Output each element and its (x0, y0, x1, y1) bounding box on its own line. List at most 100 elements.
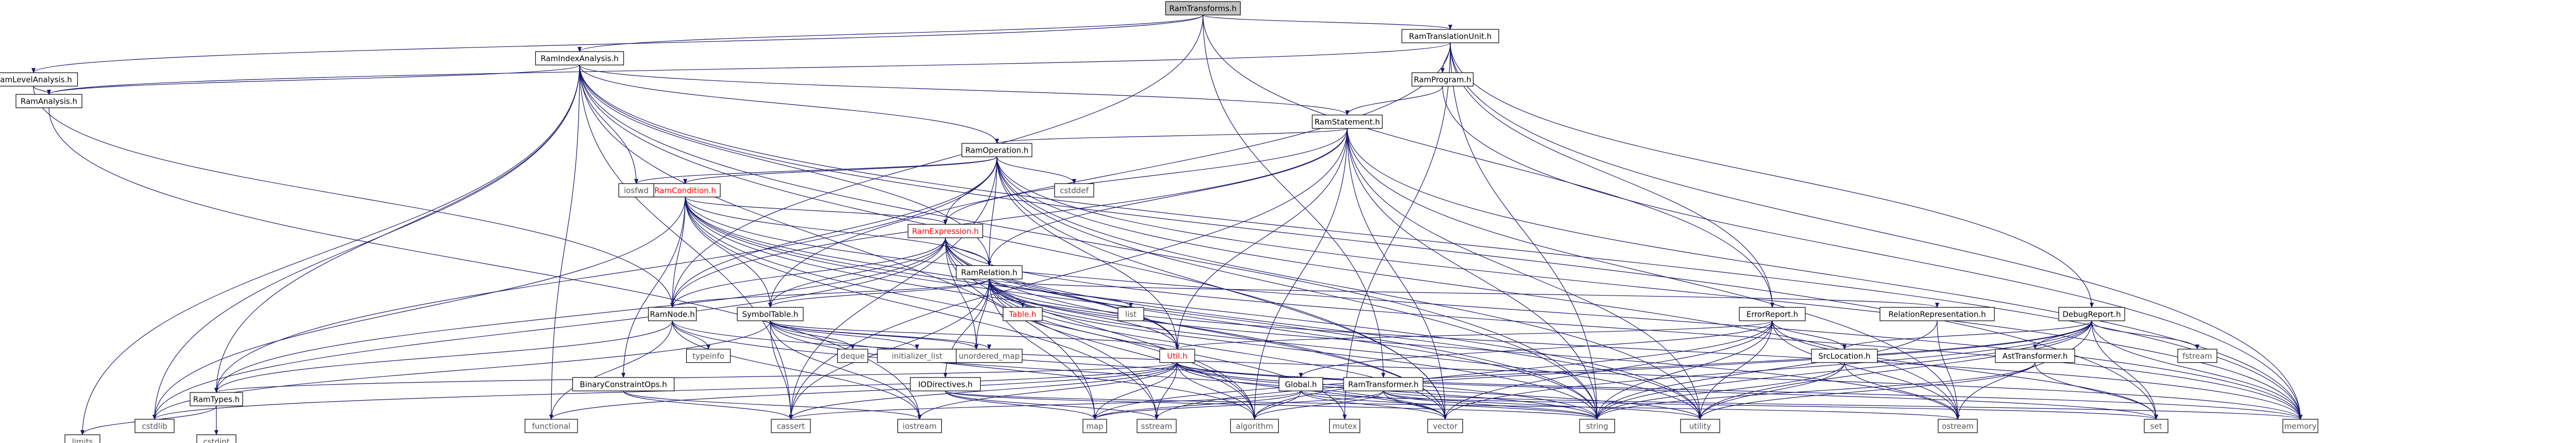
edge-symboltable-to-initializer_list (770, 320, 919, 350)
node-ramnode[interactable]: RamNode.h (648, 307, 697, 321)
node-ramanalysis[interactable]: RamAnalysis.h (15, 94, 82, 108)
edge-ramrelation-to-symboltable (768, 278, 990, 308)
dependency-edges (31, 14, 2302, 435)
edge-ramindex-to-limits (80, 64, 580, 435)
edge-ramtransunit-to-errorreport (1450, 42, 1774, 308)
node-label: RamProgram.h (1414, 75, 1471, 85)
edge-symboltable-to-cassert (770, 320, 793, 420)
node-box (1003, 307, 1043, 321)
node-box (2058, 307, 2125, 321)
node-relationrep[interactable]: RelationRepresentation.h (1879, 307, 1995, 321)
node-cstdlib: cstdlib (134, 419, 175, 433)
node-ramstatement[interactable]: RamStatement.h (1312, 114, 1383, 129)
node-box (535, 51, 624, 65)
node-label: unordered_map (959, 352, 1020, 362)
edge-ramtransunit-to-memory (1450, 42, 2302, 420)
node-table[interactable]: Table.h (1003, 307, 1043, 321)
edge-ramoperation-to-ramexpression (943, 156, 997, 225)
edge-asttransformer-to-utility (1698, 362, 2036, 420)
node-label: iostream (903, 422, 937, 431)
node-ramlevel[interactable]: RamLevelAnalysis.h (0, 72, 78, 87)
edge-ramcondition-to-utility (685, 196, 1702, 420)
node-box (15, 94, 82, 108)
edge-ramoperation-to-iosfwd (634, 156, 997, 184)
edge-ramoperation-to-string (996, 156, 1599, 420)
edge-ramcondition-to-cstdlib (152, 196, 686, 420)
node-label: typeinfo (692, 352, 724, 361)
edge-errorreport-to-srclocation (1772, 320, 1846, 350)
edge-ramrelation-to-list (989, 278, 1133, 308)
node-label: BinaryConstraintOps.h (580, 380, 667, 389)
node-mutex: mutex (1329, 419, 1361, 433)
node-label: ErrorReport.h (1747, 310, 1799, 319)
edge-util-to-algorithm (1177, 362, 1257, 420)
edge-ramnode-to-typeinfo (672, 320, 710, 350)
node-srclocation[interactable]: SrcLocation.h (1811, 349, 1878, 363)
edge-debugreport-to-map (1093, 320, 2092, 420)
node-box (1879, 307, 1995, 321)
edge-ramnode-to-memory (672, 320, 2302, 420)
node-iostream: iostream (897, 419, 942, 433)
node-ramrelation[interactable]: RamRelation.h (956, 265, 1023, 280)
node-util[interactable]: Util.h (1159, 349, 1195, 363)
node-memory: memory (2282, 419, 2318, 433)
node-global[interactable]: Global.h (1278, 377, 1324, 391)
node-symboltable[interactable]: SymbolTable.h (737, 307, 804, 321)
node-ramtransunit[interactable]: RamTranslationUnit.h (1401, 29, 1499, 43)
node-cstddef: cstddef (1054, 183, 1094, 198)
node-box (1165, 1, 1241, 15)
node-root[interactable]: RamTransforms.h (1165, 1, 1241, 15)
node-iodirectives[interactable]: IODirectives.h (910, 377, 981, 391)
edge-global-to-vector (1300, 390, 1447, 420)
edge-ramstatement-to-ostream (1347, 128, 1960, 420)
node-debugreport[interactable]: DebugReport.h (2058, 307, 2125, 321)
node-algorithm: algorithm (1230, 419, 1279, 433)
edge-ramrelation-to-map (989, 278, 1097, 420)
node-ramprogram[interactable]: RamProgram.h (1411, 72, 1474, 87)
node-box (1329, 419, 1361, 433)
node-box (64, 434, 100, 443)
node-ostream: ostream (1938, 419, 1978, 433)
node-ramindex[interactable]: RamIndexAnalysis.h (535, 51, 624, 65)
node-box (1938, 419, 1978, 433)
edge-ramnode-to-ramtypes (214, 320, 673, 393)
edge-ramcondition-to-sstream (685, 196, 1159, 420)
node-ramcondition[interactable]: RamCondition.h (650, 183, 721, 198)
edge-util-to-cassert (789, 362, 1178, 420)
node-label: SymbolTable.h (742, 310, 799, 319)
node-label: RamNode.h (650, 310, 694, 319)
edge-ramnode-to-functional (549, 320, 673, 420)
edge-ramexpression-to-string (945, 237, 1599, 420)
node-binaryconstraint[interactable]: BinaryConstraintOps.h (572, 377, 675, 391)
node-label: list (1125, 310, 1137, 319)
node-label: limits (72, 437, 93, 443)
node-box (648, 307, 697, 321)
node-asttransformer[interactable]: AstTransformer.h (1995, 349, 2075, 363)
edge-binaryconstraint-to-iostream (623, 390, 922, 420)
node-ramtypes[interactable]: RamTypes.h (190, 392, 243, 406)
node-box (618, 183, 654, 198)
node-label: RamTransformer.h (1348, 380, 1419, 389)
edge-errorreport-to-global (1299, 320, 1773, 378)
edge-ramindex-to-ramtypes (214, 64, 580, 393)
node-label: cstddef (1060, 186, 1089, 195)
edge-ramindex-to-functional (549, 64, 580, 420)
node-ramoperation[interactable]: RamOperation.h (961, 143, 1032, 157)
edge-ramexpression-to-symboltable (768, 237, 946, 308)
edge-ramtransformer-to-map (1093, 390, 1384, 420)
node-errorreport[interactable]: ErrorReport.h (1739, 307, 1806, 321)
edge-ramexpression-to-memory (945, 237, 2302, 420)
dependency-nodes: RamTransforms.hRamTranslationUnit.hRamLe… (0, 1, 2318, 443)
edge-ramcondition-to-symboltable (685, 196, 772, 308)
edge-debugreport-to-utility (1698, 320, 2092, 420)
edge-errorreport-to-string (1595, 320, 1773, 420)
node-ramexpression[interactable]: RamExpression.h (907, 224, 984, 238)
edge-symboltable-to-unordered_map (770, 320, 991, 350)
node-box (961, 143, 1032, 157)
node-label: cstdint (203, 437, 229, 443)
edge-ramcondition-to-memory (685, 196, 2302, 420)
edge-relationrep-to-ostream (1937, 320, 1960, 420)
node-ramtransformer[interactable]: RamTransformer.h (1343, 377, 1423, 391)
node-label: mutex (1332, 422, 1357, 431)
edge-ramindex-to-ramstatement (579, 64, 1349, 116)
